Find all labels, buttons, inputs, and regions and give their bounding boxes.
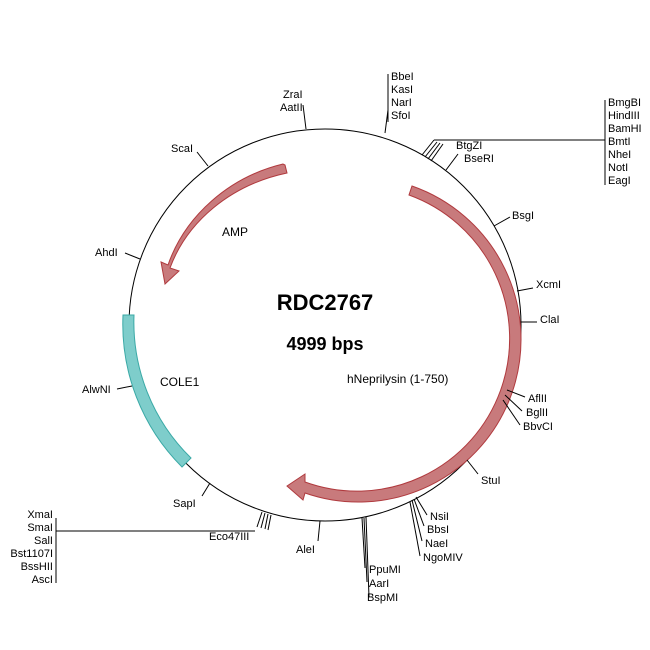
site-asci: AscI — [32, 574, 53, 586]
site-bbvci: BbvCI — [523, 421, 553, 433]
site-sali: SalI — [34, 535, 53, 547]
site-sapi: SapI — [173, 498, 196, 510]
site-clai: ClaI — [540, 314, 560, 326]
site-scai: ScaI — [171, 143, 193, 155]
site-eagi: EagI — [608, 175, 631, 187]
site-hindiii: HindIII — [608, 110, 640, 122]
site-bmti: BmtI — [608, 136, 631, 148]
plasmid-size: 4999 bps — [286, 334, 363, 354]
hneprilysin-feature-arrow[interactable] — [286, 185, 522, 503]
site-bbsi: BbsI — [427, 524, 449, 536]
site-eco47iii: Eco47III — [209, 531, 249, 543]
site-ticks — [55, 74, 606, 598]
plasmid-name: RDC2767 — [277, 290, 374, 315]
site-nhei: NheI — [608, 149, 631, 161]
site-nsii: NsiI — [430, 511, 449, 523]
site-kasi: KasI — [391, 84, 413, 96]
amp-feature-arrow[interactable] — [160, 163, 288, 285]
site-aflii: AflII — [528, 393, 547, 405]
site-bspmi: BspMI — [367, 592, 398, 604]
site-xmai: XmaI — [27, 509, 53, 521]
site-bmgbi: BmgBI — [608, 97, 641, 109]
site-ppumi: PpuMI — [369, 564, 401, 576]
site-bsshii: BssHII — [21, 561, 53, 573]
site-xcmi: XcmI — [536, 279, 561, 291]
site-sfoi: SfoI — [391, 110, 411, 122]
site-labels: ZraI AatII BbeI KasI NarI SfoI BmgBI Hin… — [10, 71, 641, 604]
site-aari: AarI — [369, 578, 389, 590]
site-bglii: BglII — [526, 407, 548, 419]
site-nari: NarI — [391, 97, 412, 109]
site-bst1107i: Bst1107I — [10, 548, 53, 560]
site-alwni: AlwNI — [82, 384, 111, 396]
site-zrai: ZraI — [283, 89, 303, 101]
cole1-label: COLE1 — [160, 375, 200, 389]
amp-label: AMP — [222, 225, 248, 239]
site-smai: SmaI — [27, 522, 53, 534]
site-btgzi: BtgZI — [456, 140, 482, 152]
site-aatii: AatII — [280, 102, 303, 114]
site-ahdi: AhdI — [95, 247, 118, 259]
site-ngomiv: NgoMIV — [423, 552, 463, 564]
site-bsgi: BsgI — [512, 210, 534, 222]
site-naei: NaeI — [425, 538, 448, 550]
site-noti: NotI — [608, 162, 628, 174]
cole1-feature-arc[interactable] — [122, 314, 192, 468]
site-bseri: BseRI — [464, 153, 494, 165]
site-bbei: BbeI — [391, 71, 414, 83]
site-bamhi: BamHI — [608, 123, 642, 135]
site-stui: StuI — [481, 475, 501, 487]
site-alei: AleI — [296, 544, 315, 556]
hneprilysin-label: hNeprilysin (1-750) — [347, 372, 448, 386]
